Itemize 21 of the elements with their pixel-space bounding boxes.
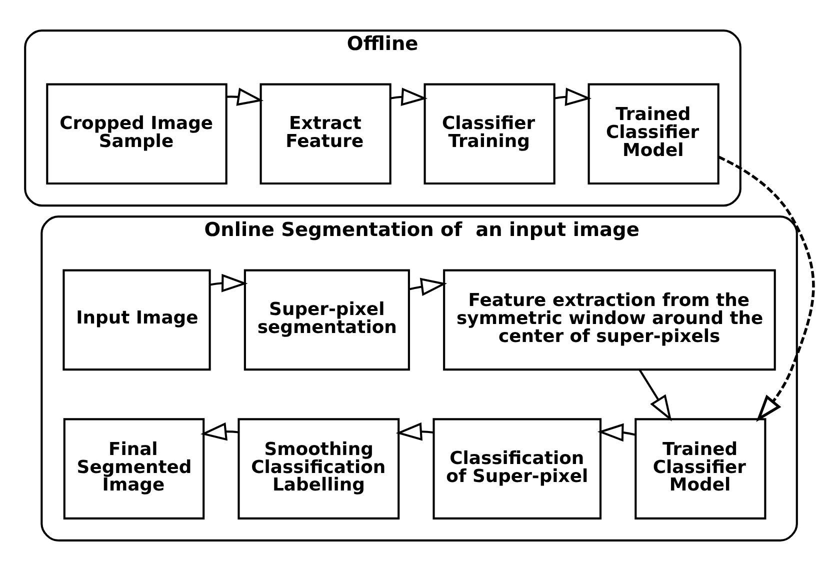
arrow	[638, 368, 672, 421]
arrow	[390, 87, 428, 106]
arrow	[408, 277, 448, 296]
arrow	[597, 422, 636, 442]
node-box: Classifier Training	[424, 82, 556, 184]
node-box: Super-pixel segmentation	[244, 268, 410, 370]
node-box: Cropped Image Sample	[46, 82, 228, 184]
node-box: Extract Feature	[260, 82, 392, 184]
arrow	[210, 273, 248, 292]
node-box: Trained Classifier Model	[588, 82, 720, 184]
arrow	[554, 87, 592, 106]
node-box: Trained Classifier Model	[634, 418, 766, 519]
arrow	[718, 155, 815, 422]
arrow	[200, 422, 239, 440]
node-box: Classification of Super-pixel	[432, 418, 602, 519]
arrow	[396, 422, 434, 440]
node-box: Input Image	[62, 268, 211, 370]
node-box: Smoothing Classification Labelling	[238, 418, 400, 519]
node-box: Final Segmented Image	[63, 418, 205, 519]
arrow	[226, 87, 264, 106]
node-box: Feature extraction from the symmetric window around the center of super-pixels	[443, 268, 776, 370]
